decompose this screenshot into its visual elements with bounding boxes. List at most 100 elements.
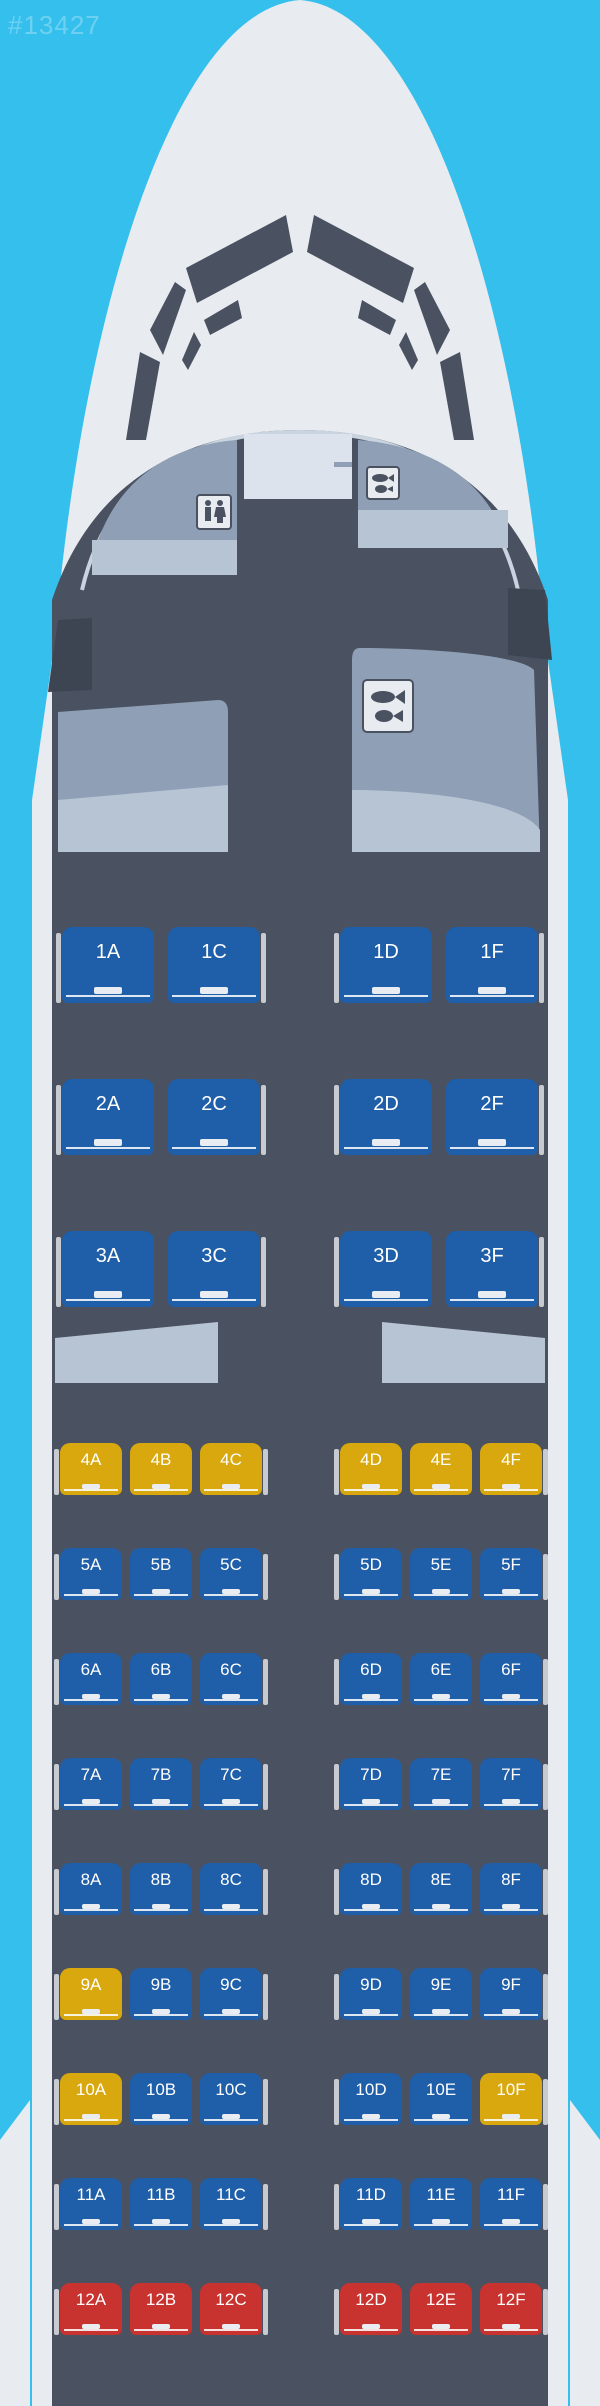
seat-belt-buckle <box>222 2114 240 2119</box>
seat-8b[interactable]: 8B <box>130 1863 192 1915</box>
seat-11c[interactable]: 11C <box>200 2178 262 2230</box>
seat-belt-buckle <box>152 2009 170 2014</box>
seat-cushion-line <box>134 2329 188 2331</box>
seat-2a[interactable]: 2A <box>62 1079 154 1155</box>
seat-12a[interactable]: 12A <box>60 2283 122 2335</box>
seat-7a[interactable]: 7A <box>60 1758 122 1810</box>
seat-belt-buckle <box>478 1291 506 1298</box>
seat-3f[interactable]: 3F <box>446 1231 538 1307</box>
seat-12c[interactable]: 12C <box>200 2283 262 2335</box>
seat-7e[interactable]: 7E <box>410 1758 472 1810</box>
seat-5e[interactable]: 5E <box>410 1548 472 1600</box>
seat-4b[interactable]: 4B <box>130 1443 192 1495</box>
seat-10f[interactable]: 10F <box>480 2073 542 2125</box>
seat-10e[interactable]: 10E <box>410 2073 472 2125</box>
seat-armrest <box>334 1659 339 1705</box>
seat-2f[interactable]: 2F <box>446 1079 538 1155</box>
seat-armrest <box>263 1974 268 2020</box>
seat-9e[interactable]: 9E <box>410 1968 472 2020</box>
seat-12d[interactable]: 12D <box>340 2283 402 2335</box>
seat-3c[interactable]: 3C <box>168 1231 260 1307</box>
seat-1f[interactable]: 1F <box>446 927 538 1003</box>
seat-6d[interactable]: 6D <box>340 1653 402 1705</box>
seat-8d[interactable]: 8D <box>340 1863 402 1915</box>
seat-6a[interactable]: 6A <box>60 1653 122 1705</box>
seat-11e[interactable]: 11E <box>410 2178 472 2230</box>
seat-label: 7D <box>360 1765 382 1784</box>
seat-8a[interactable]: 8A <box>60 1863 122 1915</box>
seat-cushion-line <box>344 2329 398 2331</box>
seat-8c[interactable]: 8C <box>200 1863 262 1915</box>
seat-2c[interactable]: 2C <box>168 1079 260 1155</box>
seat-4c[interactable]: 4C <box>200 1443 262 1495</box>
seat-10c[interactable]: 10C <box>200 2073 262 2125</box>
seat-7f[interactable]: 7F <box>480 1758 542 1810</box>
seat-9b[interactable]: 9B <box>130 1968 192 2020</box>
seat-5d[interactable]: 5D <box>340 1548 402 1600</box>
seat-12b[interactable]: 12B <box>130 2283 192 2335</box>
seat-armrest <box>334 1974 339 2020</box>
seat-1c[interactable]: 1C <box>168 927 260 1003</box>
seat-10b[interactable]: 10B <box>130 2073 192 2125</box>
seat-5f[interactable]: 5F <box>480 1548 542 1600</box>
seat-cushion-line <box>414 2224 468 2226</box>
seat-9d[interactable]: 9D <box>340 1968 402 2020</box>
seat-armrest <box>54 1974 59 2020</box>
seat-7c[interactable]: 7C <box>200 1758 262 1810</box>
seat-12e[interactable]: 12E <box>410 2283 472 2335</box>
seat-7b[interactable]: 7B <box>130 1758 192 1810</box>
seat-label: 12C <box>215 2290 247 2309</box>
seat-9c[interactable]: 9C <box>200 1968 262 2020</box>
seat-belt-buckle <box>222 1799 240 1804</box>
seat-armrest <box>539 1237 544 1307</box>
seat-3a[interactable]: 3A <box>62 1231 154 1307</box>
seat-label: 4A <box>80 1450 102 1469</box>
seat-8f[interactable]: 8F <box>480 1863 542 1915</box>
seat-11f[interactable]: 11F <box>480 2178 542 2230</box>
seat-6f[interactable]: 6F <box>480 1653 542 1705</box>
seat-cushion-line <box>66 995 150 997</box>
seat-2d[interactable]: 2D <box>340 1079 432 1155</box>
seat-cushion-line <box>344 1804 398 1806</box>
seat-10d[interactable]: 10D <box>340 2073 402 2125</box>
seat-8e[interactable]: 8E <box>410 1863 472 1915</box>
seat-armrest <box>56 1237 61 1307</box>
seat-5a[interactable]: 5A <box>60 1548 122 1600</box>
seat-armrest <box>334 1869 339 1915</box>
seat-armrest <box>54 1764 59 1810</box>
seat-7d[interactable]: 7D <box>340 1758 402 1810</box>
seat-4a[interactable]: 4A <box>60 1443 122 1495</box>
seat-6e[interactable]: 6E <box>410 1653 472 1705</box>
seat-belt-buckle <box>362 1484 380 1489</box>
seat-4e[interactable]: 4E <box>410 1443 472 1495</box>
seat-11b[interactable]: 11B <box>130 2178 192 2230</box>
seat-belt-buckle <box>432 2324 450 2329</box>
seat-11a[interactable]: 11A <box>60 2178 122 2230</box>
seat-5c[interactable]: 5C <box>200 1548 262 1600</box>
seat-cushion-line <box>414 1594 468 1596</box>
seat-9f[interactable]: 9F <box>480 1968 542 2020</box>
left-partition <box>55 1322 218 1383</box>
seat-3d[interactable]: 3D <box>340 1231 432 1307</box>
seat-6b[interactable]: 6B <box>130 1653 192 1705</box>
seat-1a[interactable]: 1A <box>62 927 154 1003</box>
seat-cushion-line <box>204 2014 258 2016</box>
seat-belt-buckle <box>478 987 506 994</box>
seat-11d[interactable]: 11D <box>340 2178 402 2230</box>
seat-6c[interactable]: 6C <box>200 1653 262 1705</box>
seat-12f[interactable]: 12F <box>480 2283 542 2335</box>
seat-belt-buckle <box>372 1291 400 1298</box>
seat-cushion-line <box>172 1299 256 1301</box>
seat-5b[interactable]: 5B <box>130 1548 192 1600</box>
seat-4f[interactable]: 4F <box>480 1443 542 1495</box>
seat-10a[interactable]: 10A <box>60 2073 122 2125</box>
seat-belt-buckle <box>432 1484 450 1489</box>
seat-1d[interactable]: 1D <box>340 927 432 1003</box>
seat-cushion-line <box>134 1594 188 1596</box>
seat-belt-buckle <box>502 1904 520 1909</box>
seat-4d[interactable]: 4D <box>340 1443 402 1495</box>
seat-armrest <box>263 1554 268 1600</box>
seat-9a[interactable]: 9A <box>60 1968 122 2020</box>
seat-cushion-line <box>134 2224 188 2226</box>
seat-belt-buckle <box>502 1589 520 1594</box>
